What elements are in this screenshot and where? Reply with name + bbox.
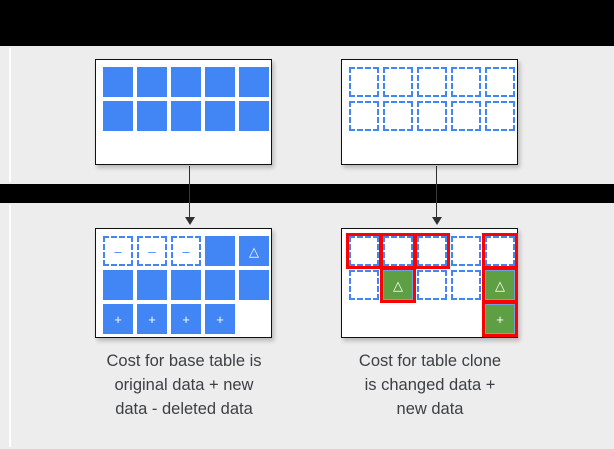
table-cell-r2-c1[interactable] (349, 270, 379, 300)
triangle-icon: △ (495, 277, 505, 293)
base-table-after-grid: – – – △ + + + + (103, 236, 269, 334)
table-cell-r1-c4[interactable] (451, 236, 481, 266)
table-cell-r2-c4[interactable] (451, 101, 481, 131)
base-table-after-card[interactable]: – – – △ + + + + (95, 228, 272, 338)
table-cell-r2-c3[interactable] (417, 270, 447, 300)
table-cell-r1-c3[interactable] (417, 67, 447, 97)
minus-icon: – (182, 243, 190, 259)
table-cell-r1-c3[interactable] (414, 233, 450, 269)
table-cell-r1-c5[interactable] (239, 67, 269, 97)
table-cell-r2-c4[interactable] (205, 270, 235, 300)
table-cell-r1-c1[interactable] (346, 233, 382, 269)
table-cell-r1-c5[interactable]: △ (239, 236, 269, 266)
plus-icon: + (496, 311, 504, 327)
middle-letterbox-bar (0, 184, 614, 203)
table-cell-r3-c2[interactable]: + (137, 304, 167, 334)
top-letterbox-bar (0, 0, 614, 46)
table-cell-r3-c5 (239, 304, 269, 334)
table-cell-r3-c5[interactable]: + (482, 301, 518, 337)
table-cell-r3-c3 (417, 304, 447, 334)
table-cell-r1-c2[interactable] (137, 67, 167, 97)
table-cell-r2-c5[interactable] (239, 270, 269, 300)
table-cell-r2-c1[interactable] (103, 101, 133, 131)
plus-icon: + (182, 311, 190, 327)
arrow-head-base (185, 217, 195, 225)
table-cell-r1-c4[interactable] (205, 236, 235, 266)
arrow-line-clone-overlay (436, 184, 438, 203)
table-cell-r1-c5[interactable] (482, 233, 518, 269)
table-clone-after-card[interactable]: △ △ + (341, 228, 518, 338)
base-table-before-grid (103, 67, 269, 131)
base-table-before-card[interactable] (95, 59, 272, 165)
triangle-icon: △ (393, 277, 403, 293)
table-clone-before-card[interactable] (341, 59, 518, 165)
table-cell-r2-c5[interactable] (239, 101, 269, 131)
table-cell-r1-c3[interactable]: – (171, 236, 201, 266)
table-cell-r1-c1[interactable] (349, 67, 379, 97)
minus-icon: – (148, 243, 156, 259)
table-cell-r2-c1[interactable] (103, 270, 133, 300)
table-cell-r1-c2[interactable]: – (137, 236, 167, 266)
table-cell-r2-c4[interactable] (451, 270, 481, 300)
table-cell-r2-c1[interactable] (349, 101, 379, 131)
caption-table-clone: Cost for table clone is changed data + n… (358, 352, 502, 418)
table-cell-r3-c1 (349, 304, 379, 334)
table-clone-after-grid: △ △ + (346, 233, 518, 337)
table-cell-r1-c4[interactable] (205, 67, 235, 97)
table-clone-before-grid (349, 67, 515, 131)
plus-icon: + (216, 311, 224, 327)
table-cell-r1-c4[interactable] (451, 67, 481, 97)
table-cell-r1-c1[interactable]: – (103, 236, 133, 266)
table-cell-r2-c5[interactable] (485, 101, 515, 131)
triangle-icon: △ (249, 243, 259, 259)
table-cell-r3-c4[interactable]: + (205, 304, 235, 334)
table-cell-r2-c5[interactable]: △ (482, 267, 518, 303)
table-cell-r2-c2[interactable] (137, 270, 167, 300)
table-cell-r2-c2[interactable] (137, 101, 167, 131)
upper-slide-panel (0, 46, 614, 184)
table-cell-r3-c1[interactable]: + (103, 304, 133, 334)
table-cell-r1-c1[interactable] (103, 67, 133, 97)
upper-panel-left-edge (9, 48, 11, 182)
table-cell-r2-c3[interactable] (171, 270, 201, 300)
plus-icon: + (148, 311, 156, 327)
table-cell-r3-c4 (451, 304, 481, 334)
arrow-line-base-overlay (189, 184, 191, 203)
table-cell-r1-c2[interactable] (383, 67, 413, 97)
table-cell-r2-c3[interactable] (417, 101, 447, 131)
table-cell-r1-c5[interactable] (485, 67, 515, 97)
table-cell-r1-c2[interactable] (380, 233, 416, 269)
table-cell-r3-c2 (383, 304, 413, 334)
table-cell-r2-c2[interactable]: △ (380, 267, 416, 303)
table-cell-r3-c3[interactable]: + (171, 304, 201, 334)
table-cell-r2-c2[interactable] (383, 101, 413, 131)
minus-icon: – (114, 243, 122, 259)
table-cell-r2-c3[interactable] (171, 101, 201, 131)
lower-panel-left-edge (9, 205, 11, 447)
table-cell-r2-c4[interactable] (205, 101, 235, 131)
arrow-head-clone (432, 217, 442, 225)
table-cell-r1-c3[interactable] (171, 67, 201, 97)
caption-base-table: Cost for base table is original data + n… (106, 352, 262, 418)
plus-icon: + (114, 311, 122, 327)
